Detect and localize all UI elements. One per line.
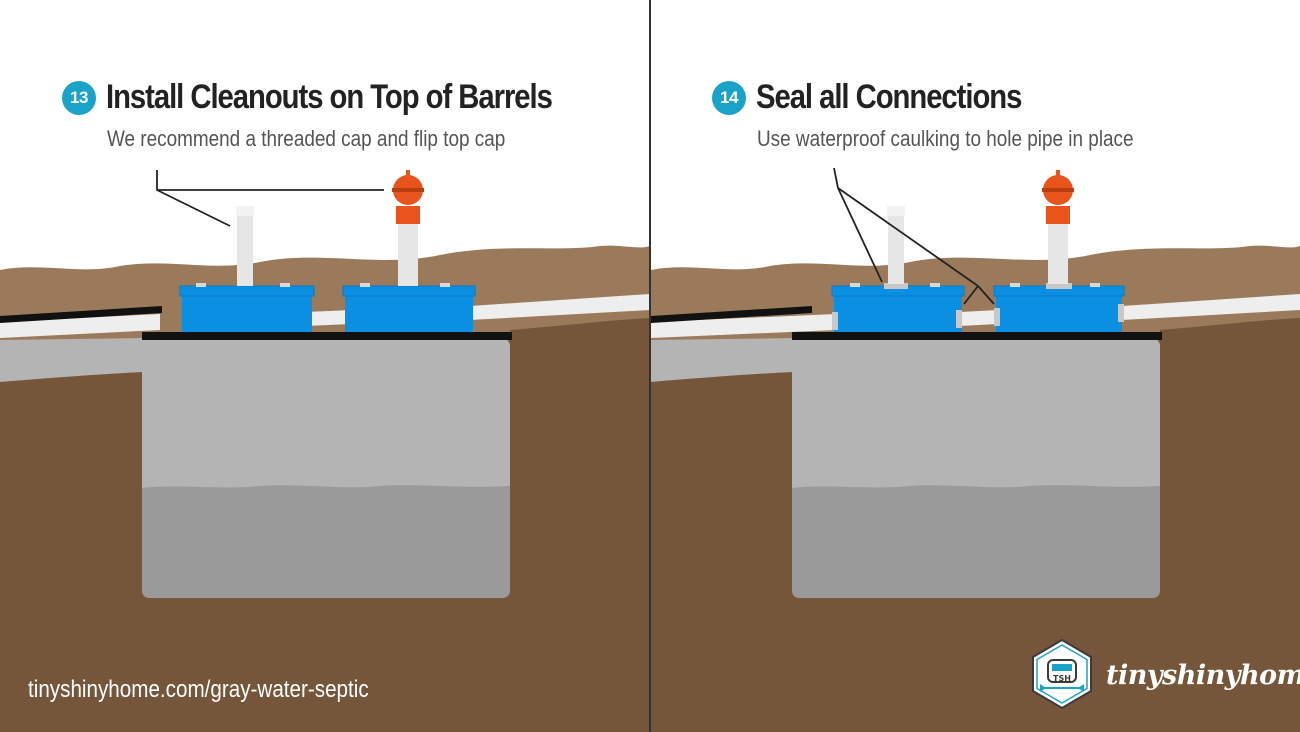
- gray-water-level: [792, 485, 1160, 598]
- caulk-seal: [884, 283, 908, 289]
- right-panel-illustration: [651, 167, 1300, 732]
- connector-pipe: [960, 310, 998, 326]
- callout-line: [837, 187, 979, 287]
- flip-top-cap-cleanout: [1042, 170, 1074, 284]
- right-step-heading: 14 Seal all Connections: [712, 78, 1065, 117]
- step-number-badge: 14: [712, 80, 746, 115]
- landscape-fabric: [142, 332, 512, 340]
- barrel-1: [831, 283, 965, 332]
- website-url: tinyshinyhome.com/gray-water-septic: [28, 676, 369, 703]
- caulk-seal: [1118, 304, 1124, 322]
- black-pipe: [651, 306, 812, 323]
- barrel-1: [179, 283, 315, 332]
- brand-name: tinyshinyhome: [1106, 659, 1300, 691]
- step-title: Seal all Connections: [756, 78, 1022, 116]
- outlet-pipe: [1122, 294, 1300, 320]
- black-pipe: [0, 306, 162, 323]
- callout-line: [963, 285, 979, 305]
- barrel-2: [993, 283, 1125, 332]
- caulk-seal: [1046, 283, 1072, 289]
- step-title: Install Cleanouts on Top of Barrels: [106, 78, 553, 116]
- logo-spacer: [1030, 640, 1096, 710]
- caulk-seal: [832, 312, 838, 330]
- step-number-badge: 13: [62, 80, 96, 115]
- step-subtitle: We recommend a threaded cap and flip top…: [107, 126, 506, 151]
- step-subtitle: Use waterproof caulking to hole pipe in …: [757, 126, 1134, 151]
- callout-line: [156, 170, 231, 227]
- threaded-cap-cleanout: [236, 206, 254, 286]
- logo-text: TSH: [1053, 674, 1071, 683]
- tsh-logo-icon: TSH: [1032, 638, 1092, 710]
- barrel-2: [342, 283, 476, 332]
- left-step-heading: 13 Install Cleanouts on Top of Barrels: [62, 78, 624, 117]
- connector-pipe: [305, 310, 352, 326]
- outlet-pipe: [470, 294, 650, 320]
- gravel-strip: [0, 338, 145, 382]
- threaded-cap-cleanout: [887, 206, 905, 284]
- flip-top-cap-cleanout: [392, 170, 424, 286]
- gray-water-level: [142, 485, 510, 598]
- caulk-seal: [956, 310, 962, 328]
- landscape-fabric: [792, 332, 1162, 340]
- gravel-strip: [651, 338, 795, 382]
- callout-line: [977, 285, 995, 305]
- caulk-seal: [994, 308, 1000, 326]
- left-panel-illustration: [0, 170, 650, 732]
- brand-lockup: tinyshinyhome: [1030, 640, 1300, 710]
